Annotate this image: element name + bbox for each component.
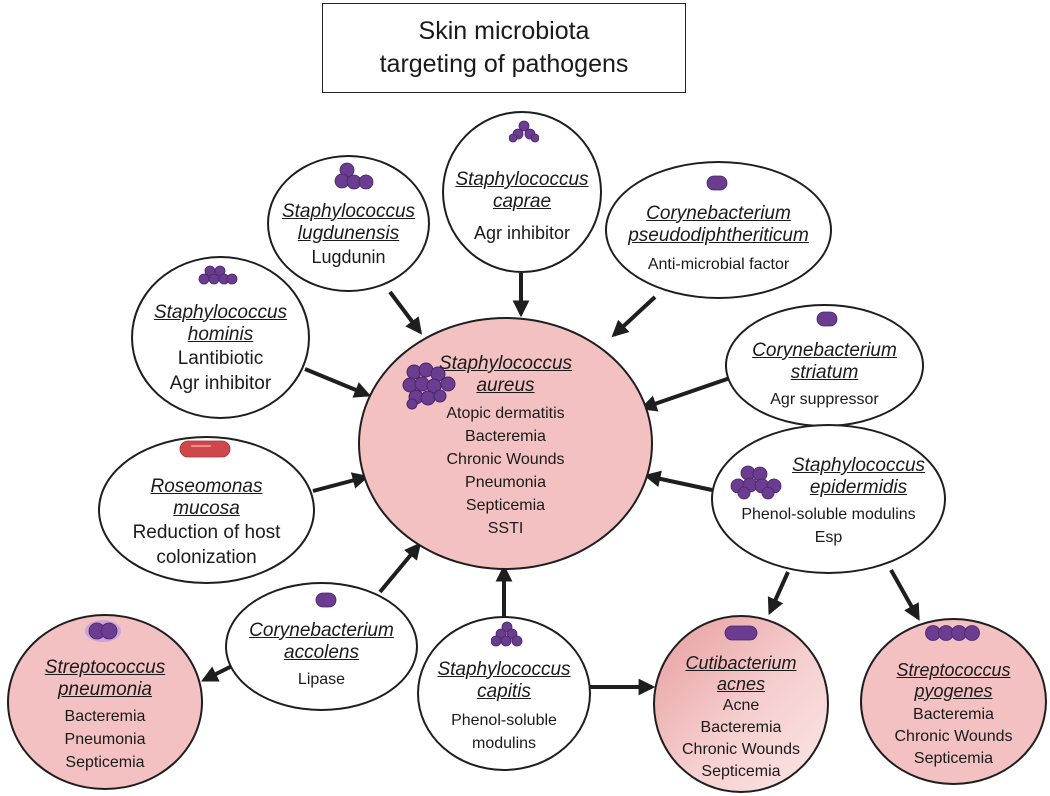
hominis-cluster-icon <box>198 265 238 285</box>
title-line-2: targeting of pathogens <box>379 50 629 78</box>
effect-item: Septicemia <box>465 497 546 514</box>
node-staphylococcus-aureus: Staphylococcus aureus Atopic dermatitis … <box>358 317 653 570</box>
effect-item: Anti-microbial factor <box>647 255 790 273</box>
effect-item: Lipase <box>297 671 346 688</box>
effect-item: Phenol-soluble modulins <box>741 506 916 523</box>
effect-item: Esp <box>814 529 843 546</box>
node-streptococcus-pyogenes: Streptococcus pyogenes Bacteremia Chroni… <box>860 618 1047 785</box>
node-staphylococcus-epidermidis: Staphylococcus epidermidis Phenol-solubl… <box>711 424 946 574</box>
effect-item: Chronic Wounds <box>446 451 565 468</box>
roseomonas-rod-icon <box>179 440 231 458</box>
effect-item: Chronic Wounds <box>894 727 1013 745</box>
arrow-epidermidis-to-aureus <box>643 470 713 492</box>
effect-item: Bacteremia <box>913 705 994 723</box>
species-name-line-2: epidermidis <box>809 477 908 498</box>
effect-item: Agr inhibitor <box>169 372 272 394</box>
striatum-rod-icon <box>816 311 838 327</box>
species-name-line-1: Cutibacterium <box>685 653 797 673</box>
species-name-line-2: mucosa <box>173 498 240 519</box>
accolens-rod-icon <box>315 592 337 608</box>
node-streptococcus-pneumonia: Streptococcus pneumonia Bacteremia Pneum… <box>7 614 203 790</box>
pyogenes-chain-icon <box>925 625 980 641</box>
node-staphylococcus-lugdunensis: Staphylococcus lugdunensis Lugdunin <box>267 155 430 292</box>
species-name-line-1: Staphylococcus <box>437 658 571 680</box>
species-name-line-2: acnes <box>716 674 766 694</box>
species-name-line-1: Staphylococcus <box>153 301 288 323</box>
species-name-line-2: lugdunensis <box>297 222 400 244</box>
species-name-line-1: Streptococcus <box>896 659 1011 680</box>
species-name-line-2: pneumonia <box>57 678 153 700</box>
effect-item: Chronic Wounds <box>682 741 800 758</box>
species-name-line-1: Corynebacterium <box>249 620 394 641</box>
species-name-line-2: caprae <box>492 191 552 212</box>
lugdunensis-cluster-icon <box>334 162 374 190</box>
arrow-pseudodiphtheriticum-to-aureus <box>611 295 657 338</box>
effect-item: Agr suppressor <box>770 391 879 408</box>
species-name-line-1: Staphylococcus <box>791 455 926 476</box>
arrow-roseomonas-to-aureus <box>312 472 370 493</box>
effect-item: Bacteremia <box>700 719 782 736</box>
species-name-line-1: Corynebacterium <box>646 202 791 224</box>
effect-item: Pneumonia <box>64 730 146 748</box>
arrow-accolens-to-pneumonia <box>200 663 235 682</box>
effect-item: Pneumonia <box>465 474 546 491</box>
species-name-line-2: pseudodiphtheriticum <box>628 224 809 246</box>
epidermidis-cluster-icon <box>730 465 782 500</box>
species-name-line-2: hominis <box>187 323 254 345</box>
effect-item: Bacteremia <box>465 428 546 445</box>
effect-item: Acne <box>722 697 760 714</box>
species-name-line-1: Corynebacterium <box>752 340 897 361</box>
node-staphylococcus-hominis: Staphylococcus hominis Lantibiotic Agr i… <box>131 256 310 419</box>
effect-item: colonization <box>156 547 257 568</box>
species-name-line-2: aureus <box>476 375 535 396</box>
effect-item: Septicemia <box>913 749 994 767</box>
species-name-line-1: Roseomonas <box>150 476 263 497</box>
species-name-line-1: Staphylococcus <box>455 169 589 190</box>
effect-item: modulins <box>471 734 537 752</box>
species-name-line-1: Staphylococcus <box>438 353 573 374</box>
acnes-rod-icon <box>724 625 758 641</box>
effect-item: Bacteremia <box>64 707 146 725</box>
arrow-hominis-to-aureus <box>304 367 372 398</box>
capitis-cluster-icon <box>491 621 523 647</box>
caprae-cluster-icon <box>509 120 539 143</box>
effect-item: SSTI <box>487 520 524 537</box>
arrow-epidermidis-to-acnes <box>767 571 790 616</box>
arrow-epidermidis-to-pyogenes <box>889 569 920 621</box>
pneumonia-diplococcus-icon <box>85 620 121 642</box>
title-line-1: Skin microbiota <box>418 17 590 45</box>
species-name-line-2: pyogenes <box>914 680 993 701</box>
species-name-line-2: capitis <box>477 680 531 702</box>
species-name-line-2: striatum <box>790 362 859 383</box>
node-roseomonas-mucosa: Roseomonas mucosa Reduction of host colo… <box>98 436 315 584</box>
diagram-title-box: Skin microbiota targeting of pathogens <box>322 3 686 93</box>
effect-item: Lantibiotic <box>177 347 264 369</box>
node-cutibacterium-acnes: Cutibacterium acnes Acne Bacteremia Chro… <box>653 615 829 793</box>
effect-item: Septicemia <box>65 753 145 771</box>
arrow-lugdunensis-to-aureus <box>388 290 423 335</box>
species-name-line-1: Streptococcus <box>44 656 166 678</box>
node-staphylococcus-caprae: Staphylococcus caprae Agr inhibitor <box>442 111 602 273</box>
species-name-line-1: Staphylococcus <box>281 200 416 222</box>
effect-item: Reduction of host <box>132 522 281 543</box>
aureus-cluster-icon <box>402 362 456 410</box>
node-corynebacterium-pseudodiphtheriticum: Corynebacterium pseudodiphtheriticum Ant… <box>605 161 832 299</box>
species-name-line-2: accolens <box>284 642 359 663</box>
effect-item: Lugdunin <box>311 246 386 267</box>
effect-item: Agr inhibitor <box>473 223 571 243</box>
arrow-striatum-to-aureus <box>639 376 731 412</box>
pseudodiphtheriticum-rod-icon <box>706 175 728 191</box>
arrow-accolens-to-aureus <box>378 542 422 594</box>
effect-item: Atopic dermatitis <box>446 405 565 422</box>
effect-item: Phenol-soluble <box>451 711 557 729</box>
effect-item: Septicemia <box>701 763 781 780</box>
